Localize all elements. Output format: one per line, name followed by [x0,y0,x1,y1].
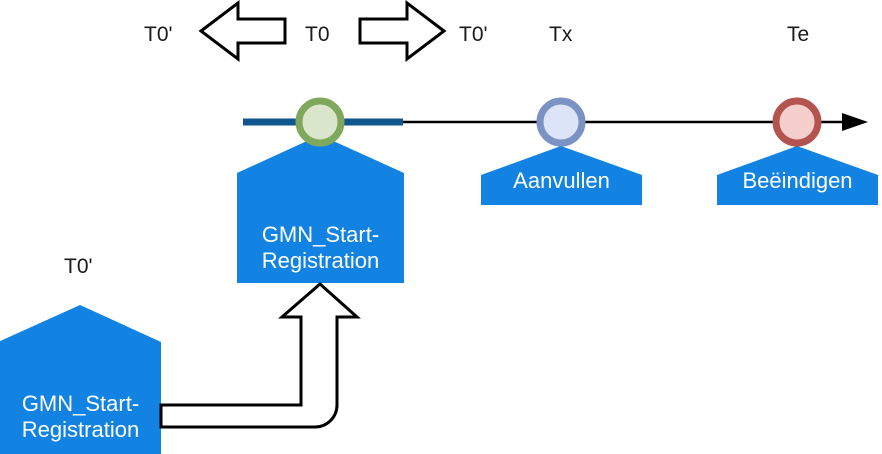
time-label-tx: Tx [549,23,573,46]
time-label-t0-prime-left: T0' [144,23,173,46]
node-gmn-start-registration-t0[interactable] [237,135,404,283]
milestone-marker-green-circle[interactable] [295,97,345,147]
time-label-t0: T0 [305,23,330,46]
node-gmn-start-registration-correction[interactable] [0,305,161,454]
node-aanvullen[interactable] [481,146,642,205]
timeline-arrowhead-icon [842,113,868,131]
milestone-marker-red-circle[interactable] [772,97,822,147]
milestone-marker-blue-circle[interactable] [536,97,586,147]
time-label-te: Te [787,23,810,46]
time-label-t0-prime-right: T0' [459,23,488,46]
node-beeindigen[interactable] [717,146,878,205]
connector-correction-to-t0-arrow [159,282,361,429]
direction-arrow-right-icon [358,0,447,63]
direction-arrow-left-icon [198,0,287,63]
time-label-t0-prime-correction: T0' [64,255,93,278]
